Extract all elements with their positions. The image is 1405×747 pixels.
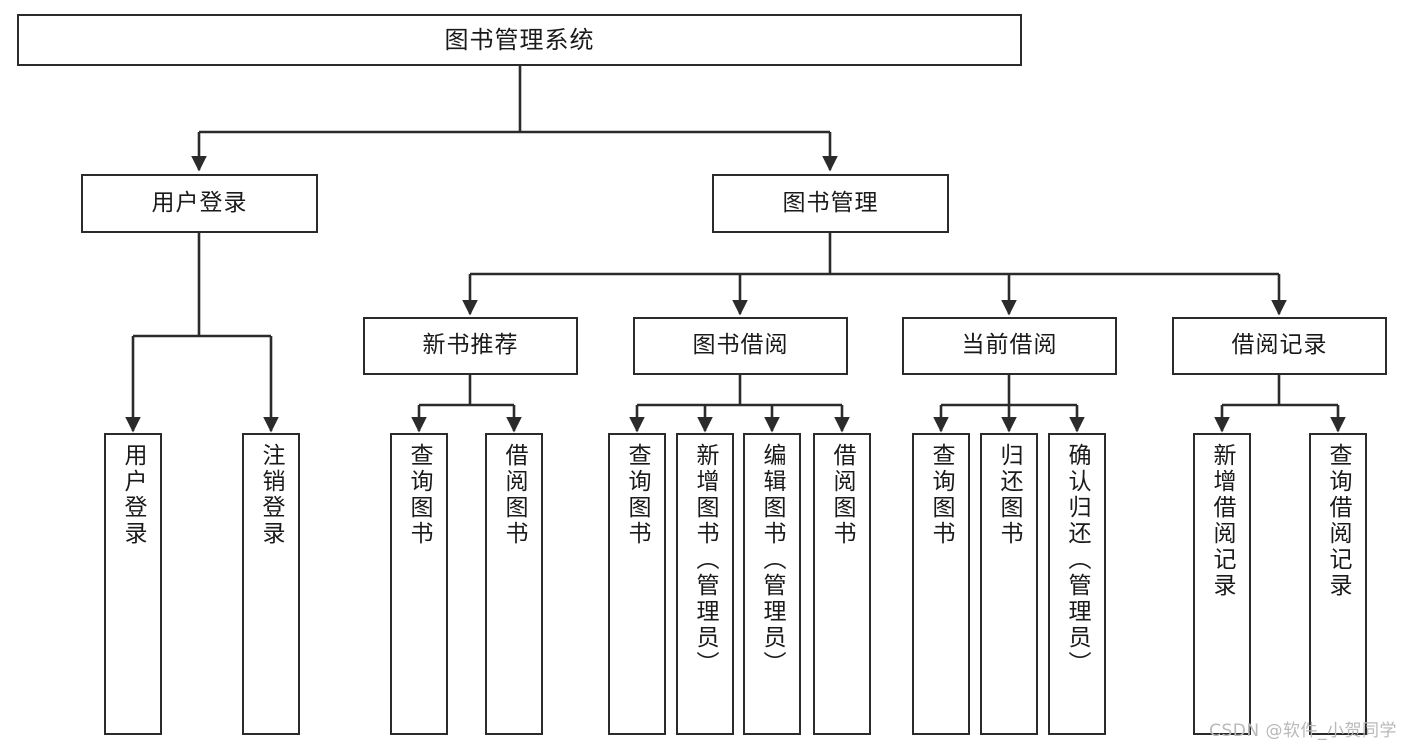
node-leaf-query-book-3-label: 查询图书 <box>928 443 955 547</box>
node-leaf-query-book-1-label: 查询图书 <box>406 443 433 547</box>
watermark-text: CSDN @软件_小贺同学 <box>1209 721 1397 741</box>
node-current-borrow[interactable]: 当前借阅 <box>902 317 1117 375</box>
node-new-book-rec-label: 新书推荐 <box>422 332 519 359</box>
node-leaf-borrow-book-2-label: 借阅图书 <box>829 443 856 547</box>
node-leaf-query-book-3[interactable]: 查询图书 <box>912 433 970 735</box>
node-leaf-user-logout[interactable]: 注销登录 <box>242 433 300 735</box>
node-leaf-confirm-return-label: 确认归还（管理员） <box>1064 443 1091 677</box>
node-leaf-user-login-label: 用户登录 <box>120 443 147 547</box>
node-leaf-confirm-return[interactable]: 确认归还（管理员） <box>1048 433 1106 735</box>
node-leaf-add-record[interactable]: 新增借阅记录 <box>1193 433 1251 735</box>
node-leaf-edit-book-label: 编辑图书（管理员） <box>759 443 786 677</box>
node-leaf-query-record-label: 查询借阅记录 <box>1325 443 1352 599</box>
node-leaf-user-logout-label: 注销登录 <box>258 443 285 547</box>
node-book-borrow[interactable]: 图书借阅 <box>633 317 848 375</box>
node-leaf-query-book-2-label: 查询图书 <box>624 443 651 547</box>
node-book-manage[interactable]: 图书管理 <box>712 174 949 233</box>
node-root-label: 图书管理系统 <box>444 25 595 54</box>
node-leaf-borrow-book-1[interactable]: 借阅图书 <box>485 433 543 735</box>
node-leaf-add-record-label: 新增借阅记录 <box>1209 443 1236 599</box>
node-leaf-return-book[interactable]: 归还图书 <box>980 433 1038 735</box>
node-leaf-user-login[interactable]: 用户登录 <box>104 433 162 735</box>
node-borrow-record[interactable]: 借阅记录 <box>1172 317 1387 375</box>
node-user-login[interactable]: 用户登录 <box>81 174 318 233</box>
node-leaf-edit-book[interactable]: 编辑图书（管理员） <box>743 433 801 735</box>
node-leaf-query-record[interactable]: 查询借阅记录 <box>1309 433 1367 735</box>
node-leaf-query-book-1[interactable]: 查询图书 <box>390 433 448 735</box>
node-root[interactable]: 图书管理系统 <box>17 14 1022 66</box>
node-leaf-borrow-book-1-label: 借阅图书 <box>501 443 528 547</box>
node-leaf-query-book-2[interactable]: 查询图书 <box>608 433 666 735</box>
node-user-login-label: 用户登录 <box>151 189 248 216</box>
node-borrow-record-label: 借阅记录 <box>1231 332 1328 359</box>
node-leaf-return-book-label: 归还图书 <box>996 443 1023 547</box>
node-current-borrow-label: 当前借阅 <box>961 332 1058 359</box>
node-leaf-add-book[interactable]: 新增图书（管理员） <box>676 433 734 735</box>
node-leaf-add-book-label: 新增图书（管理员） <box>692 443 719 677</box>
node-book-borrow-label: 图书借阅 <box>692 332 789 359</box>
node-new-book-rec[interactable]: 新书推荐 <box>363 317 578 375</box>
node-book-manage-label: 图书管理 <box>782 189 879 216</box>
node-leaf-borrow-book-2[interactable]: 借阅图书 <box>813 433 871 735</box>
